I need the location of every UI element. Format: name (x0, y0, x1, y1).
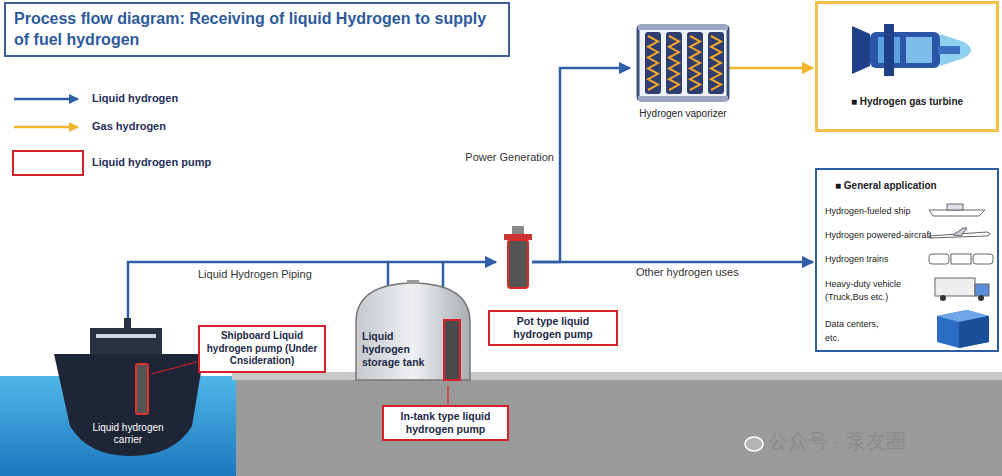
legend-sample-shape (12, 119, 86, 143)
legend-sample (12, 155, 86, 171)
pump-callout: In-tank type liquid hydrogen pump (382, 405, 509, 441)
node-text: Hydrogen powered-aircraft (825, 230, 932, 240)
node-text: Hydrogen trains (825, 254, 889, 264)
legend-row: Liquid hydrogen pump (12, 155, 272, 171)
node-text: ■ Hydrogen gas turbine (818, 96, 996, 107)
node-text: ■ General application (835, 180, 937, 191)
node-text: Hydrogen vaporizer (630, 108, 736, 119)
node-text: Heavy-duty vehicle (Truck,Bus etc.) (825, 278, 921, 303)
title: Process flow diagram: Receiving of liqui… (14, 8, 500, 50)
pipe-connector (532, 261, 813, 264)
callout-text: In-tank type liquid hydrogen pump (382, 405, 509, 441)
ship: Liquid hydrogen carrier (50, 318, 210, 458)
turbine-box: ■ Hydrogen gas turbine (815, 1, 999, 132)
edge-label: Liquid Hydrogen Piping (196, 268, 314, 280)
legend-sample-shape (12, 91, 86, 115)
legend-row: Liquid hydrogen (12, 91, 272, 107)
legend-sample (12, 91, 86, 107)
edge-label: Other hydrogen uses (634, 266, 741, 278)
legend-text: Liquid hydrogen (92, 92, 178, 104)
node-text: Liquid hydrogen carrier (78, 422, 178, 446)
quay-top (232, 372, 1002, 380)
watermark: 公众号 · 泵友圈 (768, 428, 906, 455)
pot-pump: Pot type liquid hydrogen pump (496, 226, 618, 364)
pump-callout: Shipboard Liquid hydrogen pump (Under Cn… (198, 325, 326, 373)
node-text: Hydrogen-fueled ship (825, 206, 911, 216)
vaporizer: Hydrogen vaporizer (630, 22, 736, 128)
legend-text: Liquid hydrogen pump (92, 156, 211, 168)
callout-text: Shipboard Liquid hydrogen pump (Under Cn… (198, 325, 326, 373)
pot-pump-icon (496, 226, 618, 290)
edge-label: Power Generation (462, 151, 556, 163)
pipe-connector (728, 67, 813, 70)
storage-tank: Liquid hydrogen storage tank (352, 280, 474, 382)
legend-sample-shape (12, 155, 86, 179)
vaporizer-icon (630, 22, 736, 106)
node-text: Liquid hydrogen storage tank (362, 330, 442, 369)
quay (236, 380, 1002, 476)
application-box: ■ General applicationHydrogen-fueled shi… (815, 168, 999, 352)
callout-text: Pot type liquid hydrogen pump (488, 310, 618, 346)
leader-line (447, 386, 448, 404)
legend-text: Gas hydrogen (92, 120, 166, 132)
pipe-connector (532, 68, 630, 262)
legend-row: Gas hydrogen (12, 119, 272, 135)
node-text: Data centers, etc. (825, 318, 887, 345)
wechat-icon (732, 430, 763, 451)
gas-turbine-icon (818, 4, 1002, 104)
title-box: Process flow diagram: Receiving of liqui… (4, 2, 510, 57)
legend-sample (12, 119, 86, 135)
